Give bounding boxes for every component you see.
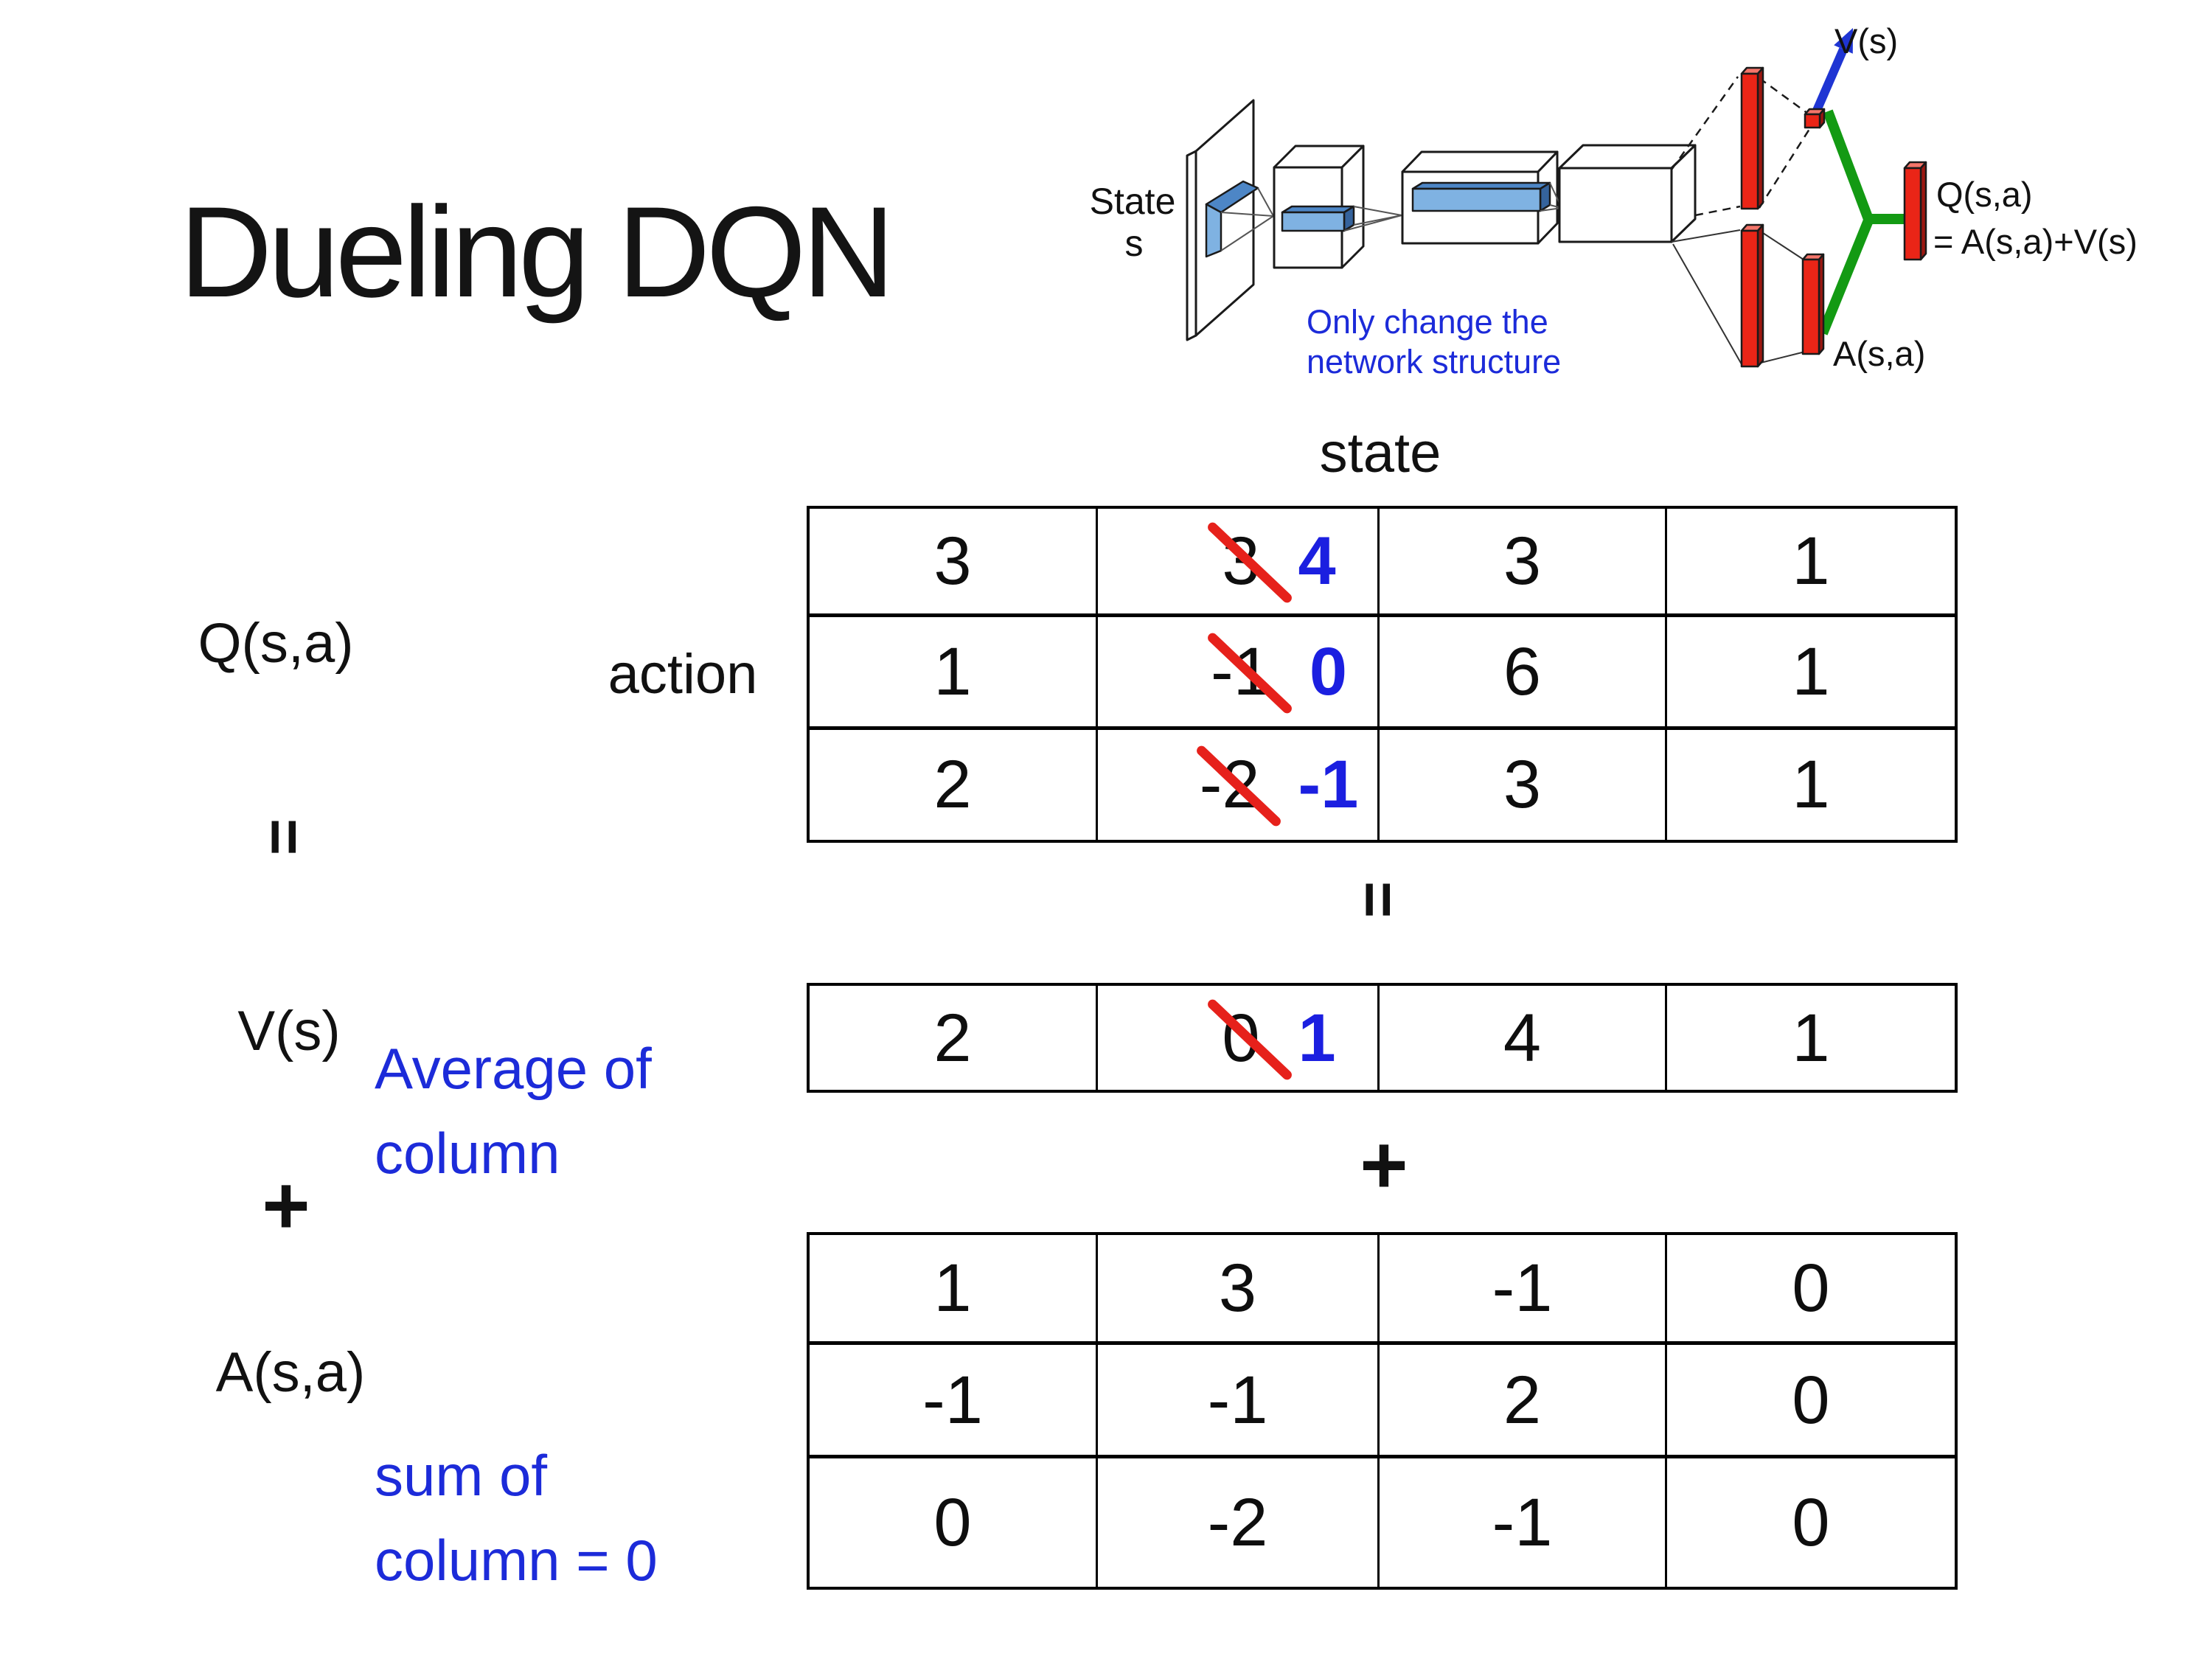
table-cell-r1c3: -1 [1380, 1235, 1667, 1346]
diagram-a-label: A(s,a) [1833, 334, 1925, 373]
value-arrow [1812, 28, 1853, 114]
advantage-head-bar [1801, 253, 1825, 355]
sum-note-line1: sum of [375, 1443, 548, 1508]
table-cell-r1c4: 1 [1792, 1000, 1830, 1076]
v-table: 20141 [807, 983, 1958, 1093]
table-cell-r1c2: 01 [1098, 986, 1380, 1090]
average-note-line2: column [375, 1120, 560, 1186]
conv-box-3 [1558, 144, 1697, 243]
table-cell-r2c3: 2 [1380, 1345, 1667, 1458]
advantage-stream-links [1671, 229, 1806, 365]
sum-note-line2: column = 0 [375, 1527, 658, 1593]
corrected-value: 1 [1298, 1000, 1336, 1076]
advantage-function-label: A(s,a) [215, 1341, 366, 1404]
table-cell-r3c4: 0 [1792, 1484, 1830, 1560]
table-cell-r3c1: 2 [810, 729, 1098, 840]
corrected-value: 0 [1309, 634, 1347, 709]
table-cell-r1c4: 0 [1667, 1235, 1955, 1346]
table-cell-r2c4: 0 [1667, 1345, 1955, 1458]
diagram-s-label: s [1125, 223, 1144, 264]
diagram-q-label-line2: = A(s,a)+V(s) [1933, 222, 2138, 261]
table-cell-r3c4: 1 [1792, 747, 1830, 823]
table-cell-r3c2: -2-1 [1098, 729, 1380, 840]
average-note-line1: Average of [375, 1036, 652, 1101]
table-cell-r2c1: 1 [810, 617, 1098, 730]
table-cell-r2c3: 6 [1380, 617, 1667, 730]
slide-title: Dueling DQN [179, 181, 895, 324]
q-output-bar [1903, 161, 1927, 261]
table-cell-r1c2: 34 [1097, 509, 1380, 618]
table-cell-r2c2: -1 [1097, 1345, 1380, 1458]
table-cell-r2c4: 1 [1667, 617, 1955, 730]
table-cell-r3c2: -2 [1098, 1458, 1380, 1587]
value-node [1804, 108, 1826, 129]
table-cell-r2c2: -10 [1097, 617, 1380, 730]
projection-lines-1 [1220, 187, 1274, 251]
plus-sign-mid: + [1360, 1119, 1408, 1211]
value-stream-dashed-links [1670, 76, 1812, 217]
diagram-state-label: State [1090, 181, 1176, 222]
diagram-note-line1: Only change the [1307, 303, 1548, 341]
table-cell-r3c1: 0 [810, 1458, 1098, 1587]
value-function-label: V(s) [237, 1000, 341, 1062]
table-cell-r1c3: 3 [1380, 509, 1667, 618]
input-state-panel [1186, 99, 1255, 341]
table-cell-r1c2: 3 [1097, 1235, 1380, 1346]
feature-bar-2 [1411, 181, 1551, 212]
feature-bar-1 [1281, 205, 1355, 232]
equals-sign-mid: = [1343, 880, 1413, 919]
equals-sign-left: = [248, 818, 319, 856]
q-function-label: Q(s,a) [198, 612, 354, 675]
table-cell-r1c1: 2 [810, 986, 1098, 1090]
table-cell-r1c1: 1 [810, 1235, 1098, 1346]
table-cell-r3c3: -1 [1380, 1458, 1667, 1587]
corrected-value: -1 [1298, 747, 1359, 823]
table-cell-r1c1: 3 [810, 509, 1098, 618]
state-axis-label: state [1319, 422, 1441, 484]
plus-sign-left: + [262, 1159, 310, 1252]
fc-bar-bottom [1740, 223, 1764, 368]
merge-connector [1818, 109, 1907, 335]
action-axis-label: action [608, 643, 758, 706]
diagram-v-label: V(s) [1834, 21, 1898, 60]
sum-of-column-note: sum of column = 0 [375, 1433, 658, 1602]
diagram-note-line2: network structure [1307, 343, 1561, 380]
dueling-network-diagram: V(s) State s Only change the network str… [1090, 21, 2138, 380]
table-cell-r1c4: 1 [1667, 509, 1955, 618]
conv-filter-icon [1205, 180, 1259, 258]
projection-lines-2 [1343, 206, 1402, 232]
fc-bar-top [1740, 66, 1764, 210]
table-cell-r2c1: -1 [810, 1345, 1098, 1458]
table-cell-r3c3: 3 [1380, 729, 1667, 840]
average-of-column-note: Average of column [375, 1026, 652, 1195]
corrected-value: 4 [1298, 524, 1336, 599]
diagram-q-label-line1: Q(s,a) [1936, 175, 2033, 214]
table-cell-r1c3: 4 [1380, 986, 1667, 1090]
